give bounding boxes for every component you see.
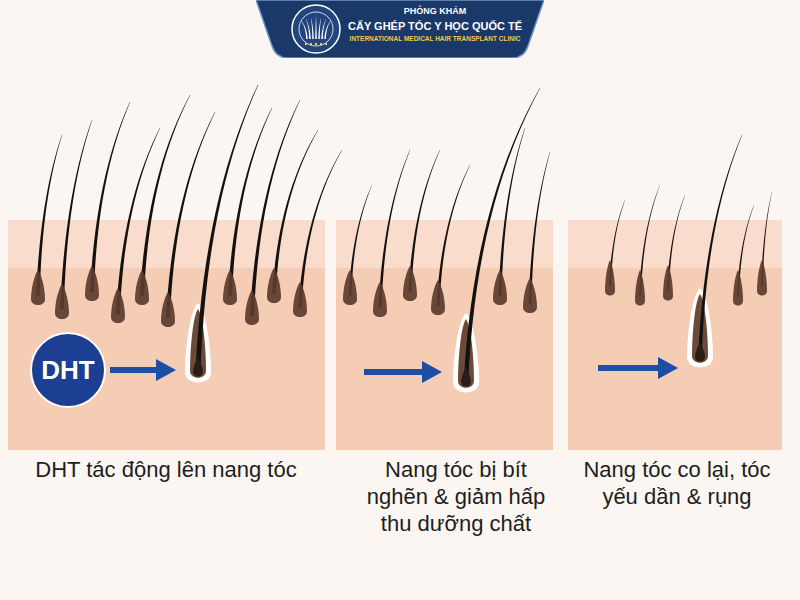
arrow-shaft [598, 365, 662, 371]
follicle-bulb [293, 282, 307, 317]
arrow-shaft [364, 369, 426, 375]
hair-strand [437, 165, 471, 306]
banner-text: PHÒNG KHÁM [348, 5, 522, 18]
step-caption: Nang tóc co lại, tóc yếu dần & rụng [577, 456, 777, 510]
hair-strand [272, 130, 318, 294]
follicle-bulb [31, 270, 45, 305]
hair-strand [166, 112, 215, 318]
follicle-bulb [85, 266, 99, 301]
logo-hair [311, 18, 314, 39]
follicle-bulb [403, 266, 417, 301]
arrow-group [110, 357, 678, 383]
logo-star [310, 43, 312, 45]
arrow-head [422, 361, 442, 383]
follicle-bulb [135, 270, 149, 305]
banner-text-column: PHÒNG KHÁMCẤY GHÉP TÓC Y HỌC QUỐC TẾINTE… [256, 0, 544, 50]
logo-hair [318, 18, 321, 39]
follicle-bulb [605, 260, 615, 296]
logo-hair [301, 20, 308, 39]
logo-star [305, 43, 307, 45]
skin-block [336, 220, 553, 450]
banner-text: INTERNATIONAL MEDICAL HAIR TRANSPLANT CL… [348, 34, 522, 43]
logo-star [320, 43, 322, 45]
follicle-root [193, 357, 203, 377]
logo-hair [315, 17, 317, 39]
follicle-bulb [111, 288, 125, 323]
hair-strand [90, 102, 130, 292]
arrow-head [658, 357, 678, 379]
hair-strand [409, 150, 441, 292]
hair-strand [499, 128, 526, 296]
hair-strand [529, 152, 551, 304]
hair-strand [116, 128, 160, 314]
follicle-bulb [343, 270, 357, 305]
clinic-banner: PHÒNG KHÁMCẤY GHÉP TÓC Y HỌC QUỐC TẾINTE… [256, 0, 544, 58]
follicle-bulb [55, 284, 69, 319]
hair-strand [250, 100, 300, 316]
step-caption: DHT tác động lên nang tóc [11, 456, 321, 483]
hair-strand [140, 95, 190, 296]
follicle-bulb [267, 268, 281, 303]
logo-star [325, 43, 327, 45]
arrow-shaft [110, 367, 160, 373]
follicle-bulb [757, 260, 767, 296]
follicle-bulb [663, 265, 673, 301]
step-caption: Nang tóc bị bít nghẽn & giảm hấp thu dưỡ… [356, 456, 556, 537]
logo-star [315, 43, 317, 45]
skin-block [568, 220, 782, 450]
hair-strand [196, 85, 259, 371]
follicle-bulb [431, 280, 445, 315]
follicle-bulb [245, 290, 259, 325]
follicle-bulb [373, 282, 387, 317]
logo-hair [324, 20, 331, 39]
follicle-bulb [161, 292, 175, 327]
logo-ring [292, 5, 340, 53]
logo-hair [306, 19, 311, 39]
follicle-bulb [523, 278, 537, 313]
follicle-bulb [733, 270, 743, 306]
arrow-head [156, 359, 176, 381]
banner-fill [256, 0, 544, 58]
hair-strand [464, 88, 540, 381]
hormone-label: DHT [41, 351, 94, 389]
hair-strand [36, 135, 62, 296]
logo-inner [299, 12, 333, 46]
follicle-root [461, 367, 471, 387]
hair-strand [298, 150, 342, 308]
follicle-root [695, 342, 705, 362]
hormone-circle: DHT [30, 332, 106, 408]
follicle-bulb [635, 270, 645, 306]
hair-group [31, 85, 772, 393]
follicle-bulb [223, 270, 237, 305]
follicle-bulb [493, 270, 507, 305]
banner-text: CẤY GHÉP TÓC Y HỌC QUỐC TẾ [348, 18, 522, 34]
hair-strand [698, 135, 742, 356]
